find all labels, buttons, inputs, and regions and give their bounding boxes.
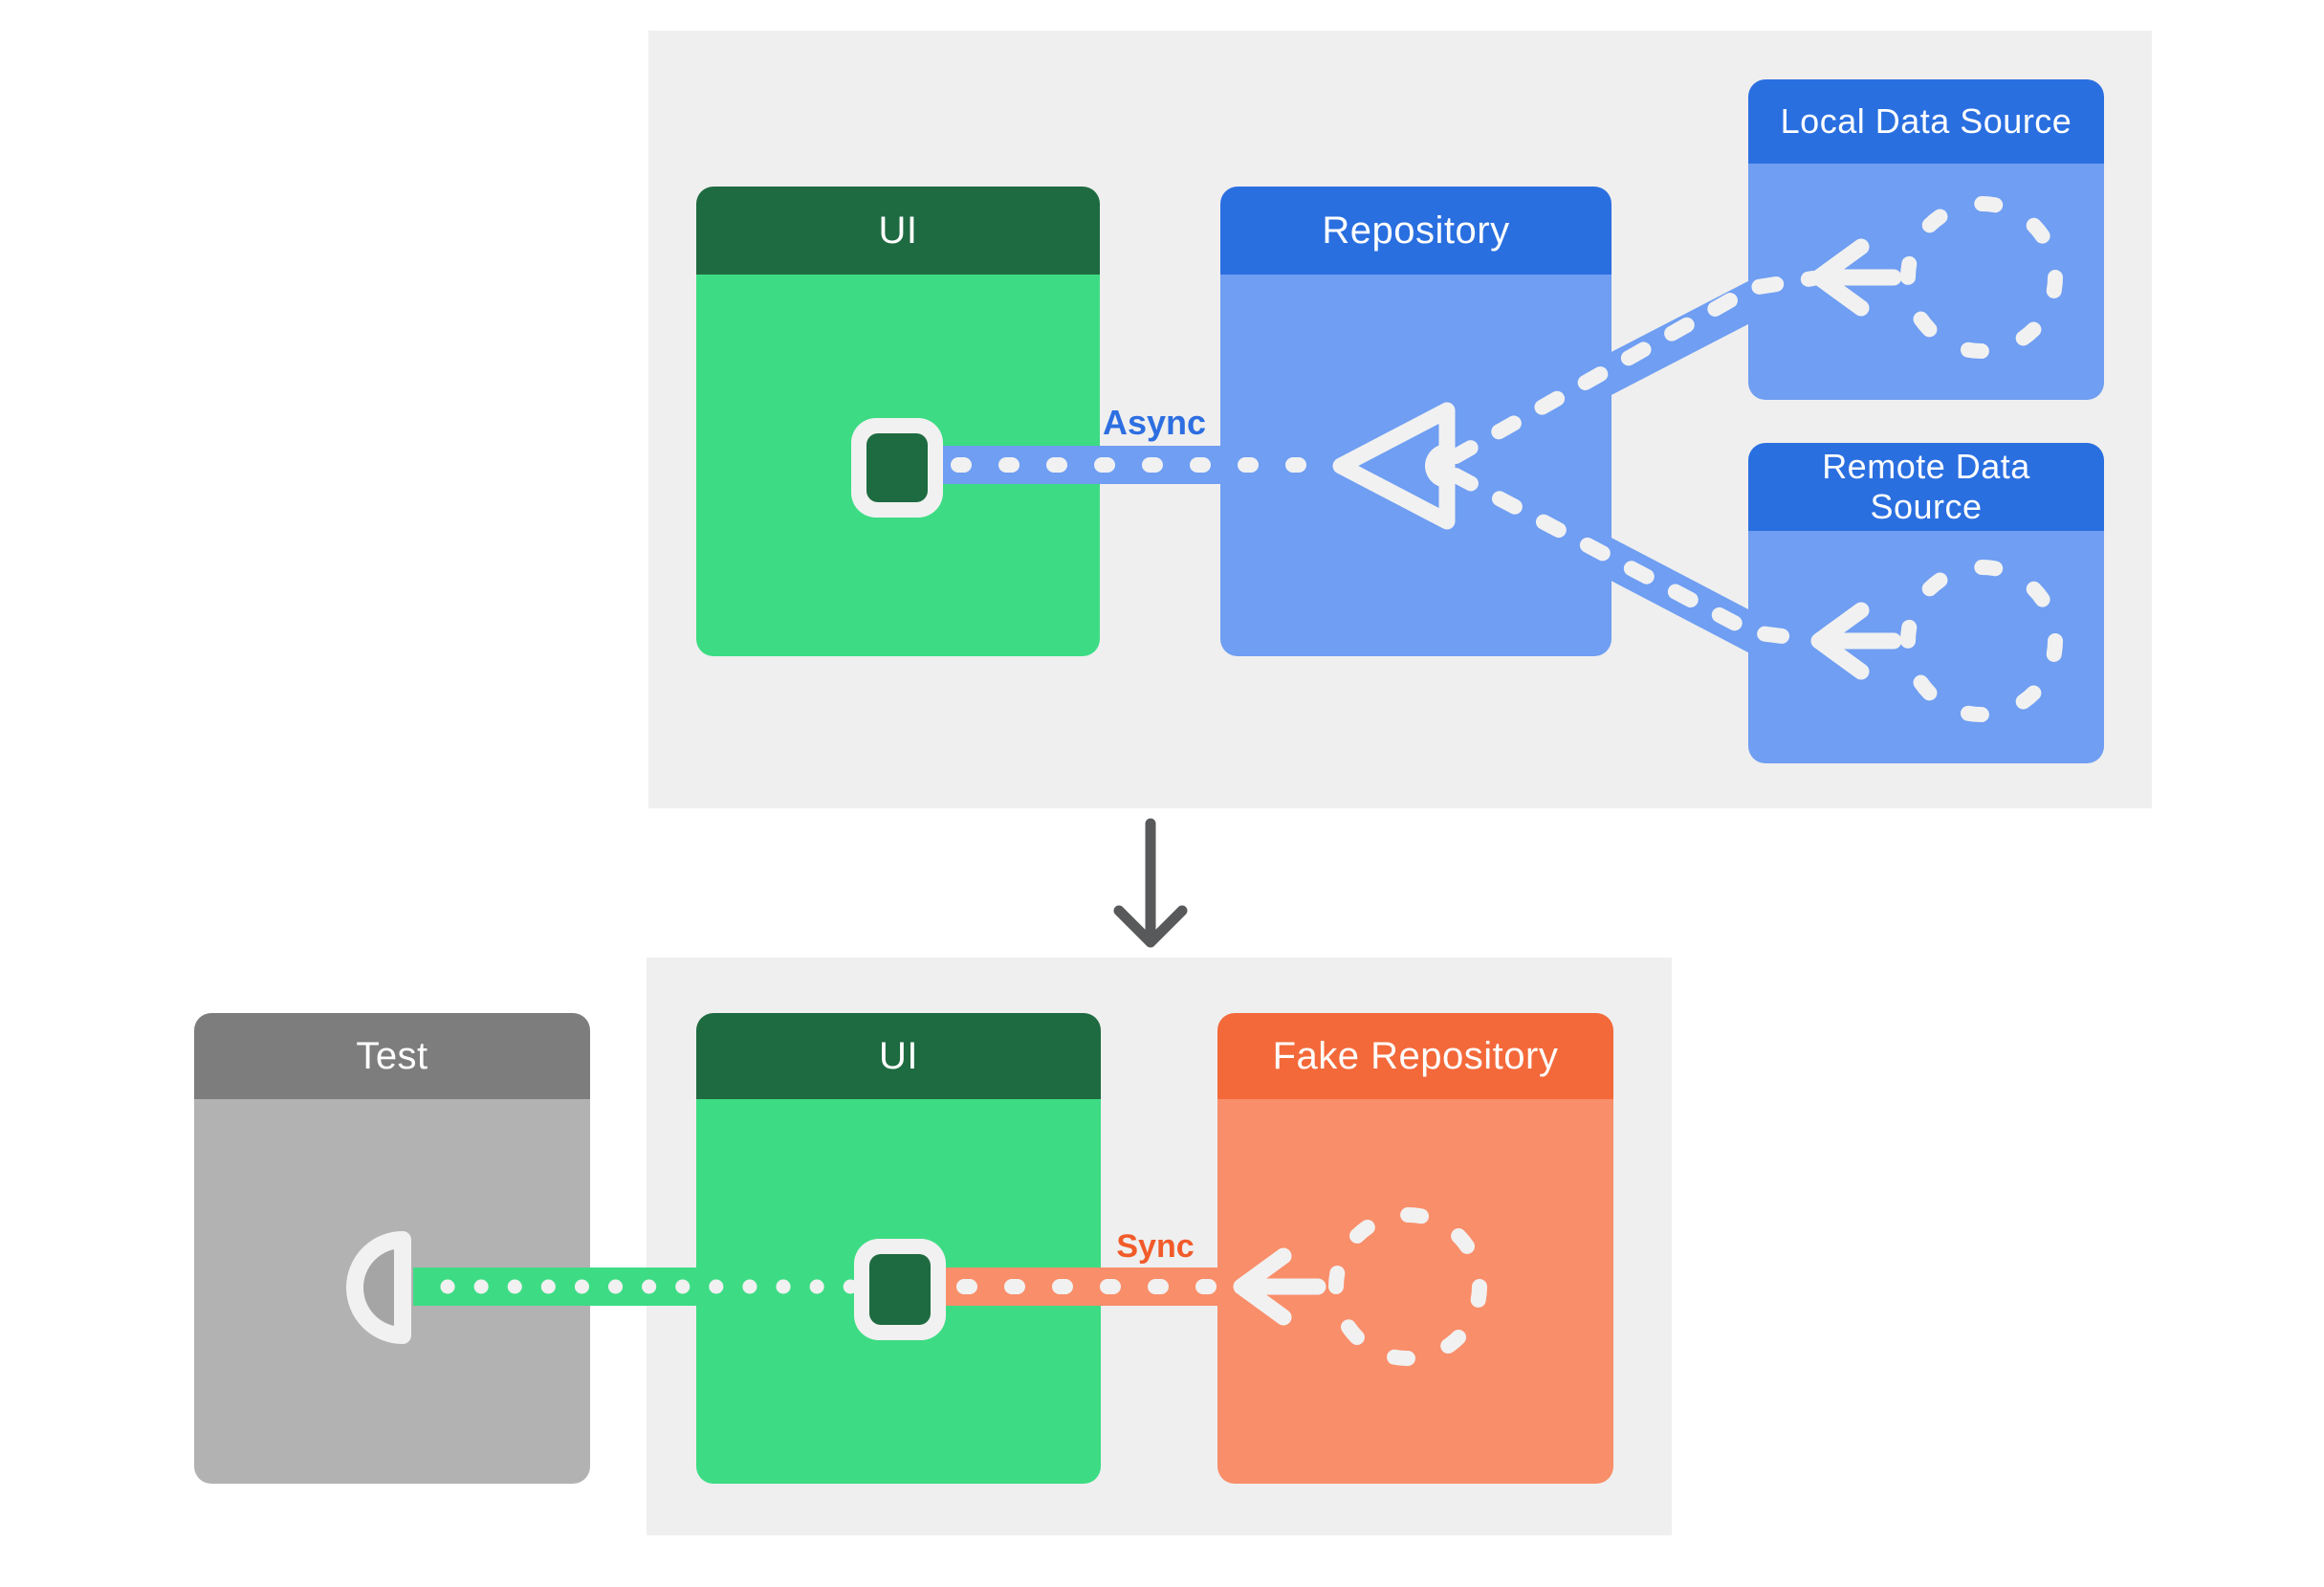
ui-box-bottom-body xyxy=(696,1099,1101,1484)
local-data-source-body xyxy=(1748,164,2104,400)
test-box-title: Test xyxy=(356,1034,428,1077)
test-box-header: Test xyxy=(194,1013,590,1099)
ui-box-top: UI xyxy=(696,187,1100,656)
fake-repository-body xyxy=(1217,1099,1613,1484)
remote-data-source-box: Remote Data Source xyxy=(1748,443,2104,763)
ui-box-bottom-header: UI xyxy=(696,1013,1101,1099)
repository-box-body xyxy=(1220,275,1611,656)
ui-box-top-header: UI xyxy=(696,187,1100,275)
sync-label: Sync xyxy=(1116,1228,1195,1265)
ui-box-top-body xyxy=(696,275,1100,656)
repository-box-title: Repository xyxy=(1322,209,1510,252)
repository-box: Repository xyxy=(1220,187,1611,656)
remote-data-source-title: Remote Data Source xyxy=(1822,446,2030,526)
local-data-source-title: Local Data Source xyxy=(1780,101,2072,141)
async-label: Async xyxy=(1102,403,1207,442)
local-data-source-box: Local Data Source xyxy=(1748,79,2104,400)
test-box-body xyxy=(194,1099,590,1484)
fake-repository-title: Fake Repository xyxy=(1272,1034,1559,1077)
fake-repository-box: Fake Repository xyxy=(1217,1013,1613,1484)
remote-data-source-header: Remote Data Source xyxy=(1748,443,2104,531)
ui-box-bottom: UI xyxy=(696,1013,1101,1484)
fake-repository-header: Fake Repository xyxy=(1217,1013,1613,1099)
ui-box-bottom-title: UI xyxy=(879,1034,918,1077)
remote-data-source-body xyxy=(1748,531,2104,763)
ui-box-top-title: UI xyxy=(878,209,918,252)
down-arrow-head xyxy=(1113,905,1188,948)
repository-box-header: Repository xyxy=(1220,187,1611,275)
local-data-source-header: Local Data Source xyxy=(1748,79,2104,164)
test-box: Test xyxy=(194,1013,590,1484)
